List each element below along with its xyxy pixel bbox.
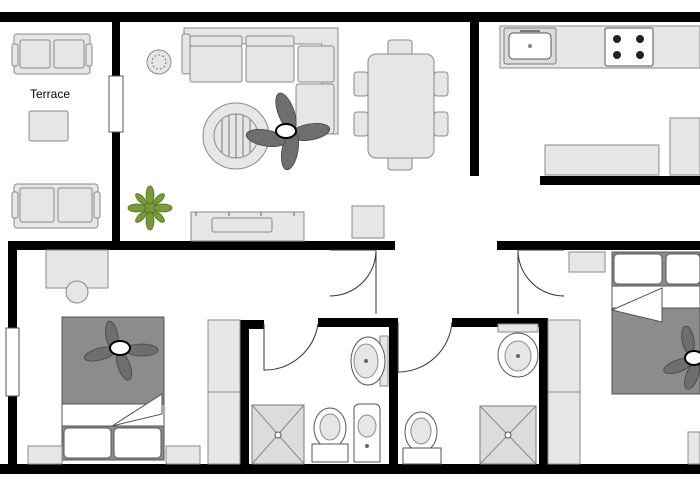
kitchen-lower-wall — [540, 176, 700, 185]
door-swing — [329, 249, 377, 314]
mid-wall-left — [8, 241, 395, 250]
ceiling-fan-icon — [245, 92, 331, 171]
nightstand — [687, 431, 700, 465]
terrace-sofa-bottom — [11, 183, 101, 229]
bottom-outer-wall — [0, 464, 700, 474]
stove-icon — [604, 27, 654, 67]
left-outer-wall-lower — [8, 396, 17, 468]
nightstand — [165, 445, 201, 465]
walls — [0, 12, 700, 474]
washbasin-icon — [497, 323, 539, 378]
nightstand — [27, 445, 63, 465]
kitchen — [499, 25, 700, 176]
bathroom-1 — [251, 335, 389, 465]
bath2-right-wall — [539, 318, 548, 466]
bath1-top-wall — [240, 320, 264, 329]
right-bedroom — [547, 251, 700, 465]
wardrobe — [207, 319, 241, 465]
kitchen-island — [544, 144, 660, 176]
kitchen-sink-icon — [503, 27, 557, 65]
refrigerator — [669, 117, 700, 176]
door-swing — [263, 323, 319, 371]
top-outer-wall — [0, 12, 700, 22]
living-kitchen-wall — [470, 22, 479, 176]
side-cabinet — [351, 205, 385, 239]
bath-top-wall-mid — [318, 318, 398, 327]
terrace-door-window — [108, 75, 124, 133]
potted-plant-icon — [127, 185, 173, 231]
terrace-label: Terrace — [30, 87, 70, 101]
shower-icon — [251, 404, 305, 465]
terrace-sofa-top — [11, 33, 93, 75]
toilet-icon — [311, 407, 349, 463]
mid-wall-right — [497, 241, 700, 250]
left-bedroom — [27, 249, 241, 465]
floor-lamp-icon — [146, 49, 172, 75]
bidet-icon — [353, 403, 381, 463]
tv-console — [190, 211, 305, 242]
terrace-divider-wall-upper — [112, 22, 120, 76]
bedroom-window — [5, 327, 20, 397]
terrace-divider-wall-lower — [112, 130, 120, 242]
living-room — [127, 27, 449, 242]
dining-table — [353, 39, 449, 171]
door-swing — [517, 249, 565, 314]
ceiling-fan-icon — [663, 325, 700, 390]
washbasin-icon — [350, 335, 389, 387]
double-bed-right — [610, 251, 700, 395]
bathroom-2 — [402, 323, 539, 465]
desk — [45, 249, 109, 304]
bath2-top-wall — [452, 318, 548, 327]
left-outer-wall-upper — [8, 250, 17, 328]
wardrobe — [547, 319, 581, 465]
terrace-table — [28, 110, 69, 142]
toilet-icon — [402, 411, 442, 465]
doors — [263, 249, 565, 373]
bath-center-wall — [389, 318, 398, 466]
nightstand — [568, 251, 606, 273]
round-rug — [202, 102, 270, 170]
door-swing — [397, 321, 453, 373]
shower-icon — [479, 405, 537, 465]
bath1-left-wall — [240, 320, 249, 466]
ceiling-fan-icon — [84, 320, 159, 381]
terrace-area: Terrace — [11, 33, 101, 229]
